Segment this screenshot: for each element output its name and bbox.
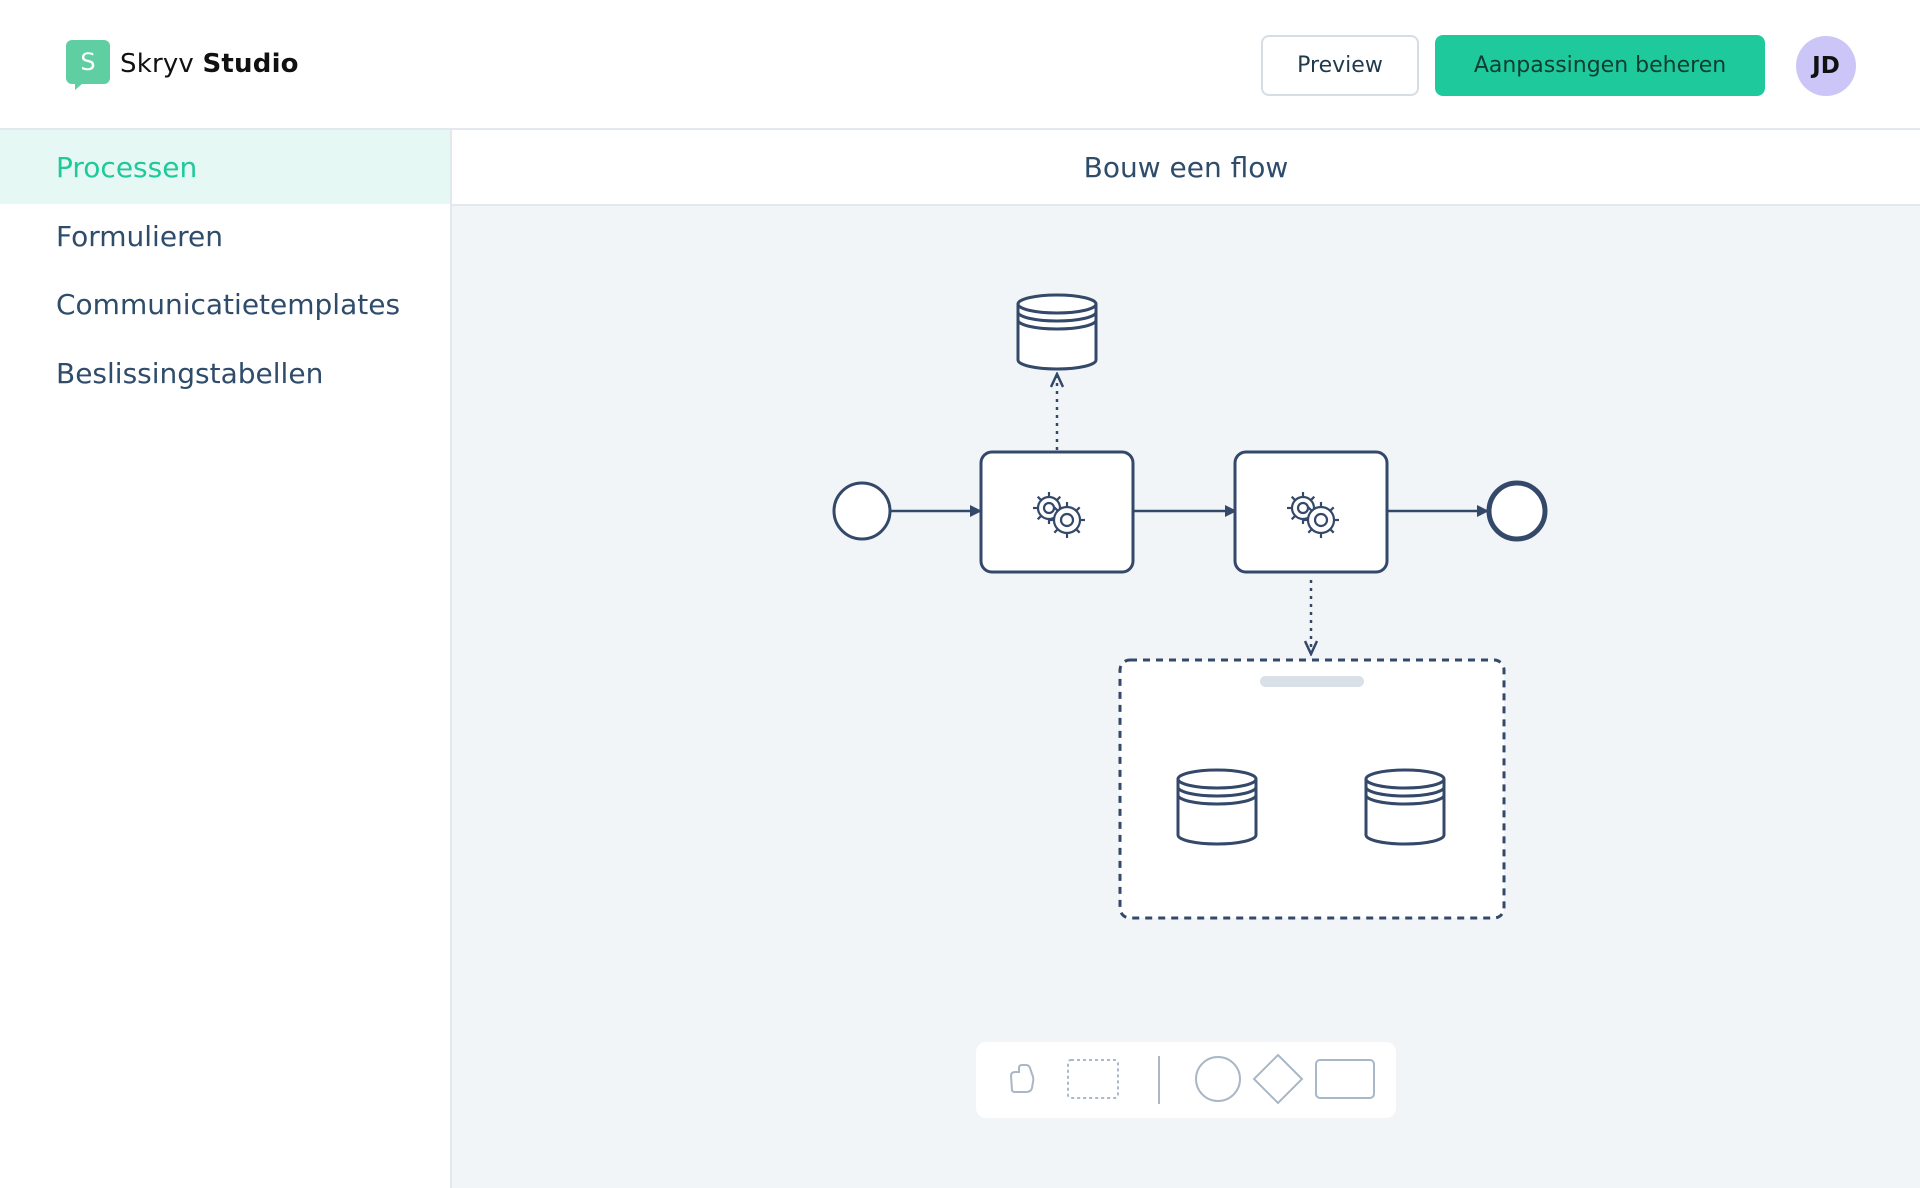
app-name: Skryv Studio <box>120 49 299 79</box>
flow-canvas[interactable] <box>452 206 1920 1188</box>
data-group[interactable] <box>1118 658 1506 920</box>
sidebar-item-label: Communicatietemplates <box>56 287 401 321</box>
hand-tool-icon[interactable] <box>1009 1064 1035 1093</box>
app-name-regular: Skryv <box>120 49 195 79</box>
diagram-toolbar <box>976 1042 1396 1118</box>
circle-event-icon[interactable] <box>1195 1056 1241 1102</box>
app-logo[interactable]: S Skryv Studio <box>66 40 299 90</box>
start-event[interactable] <box>832 481 892 541</box>
sidebar: Processen Formulieren Communicatietempla… <box>0 130 452 1188</box>
top-header: S Skryv Studio Preview Aanpassingen behe… <box>0 0 1920 130</box>
logo-badge-icon: S <box>66 40 110 90</box>
user-avatar[interactable]: JD <box>1796 36 1856 96</box>
data-store-icon[interactable] <box>1176 768 1258 846</box>
main-title-bar: Bouw een flow <box>452 130 1920 206</box>
data-store-icon[interactable] <box>1364 768 1446 846</box>
sidebar-item-formulieren[interactable]: Formulieren <box>0 199 450 273</box>
rectangle-task-icon[interactable] <box>1315 1059 1375 1099</box>
sidebar-item-communicatietemplates[interactable]: Communicatietemplates <box>0 267 450 341</box>
sidebar-item-label: Formulieren <box>56 219 223 253</box>
page-title: Bouw een flow <box>1083 150 1289 184</box>
sidebar-item-label: Processen <box>56 150 198 184</box>
manage-changes-button[interactable]: Aanpassingen beheren <box>1435 35 1765 96</box>
flow-diagram <box>832 293 1548 920</box>
group-label-placeholder <box>1260 676 1364 687</box>
data-store-icon[interactable] <box>1016 293 1098 371</box>
app-name-bold: Studio <box>202 49 299 79</box>
lasso-select-icon[interactable] <box>1067 1059 1119 1099</box>
logo-letter: S <box>80 48 95 76</box>
diamond-gateway-icon[interactable] <box>1252 1053 1304 1105</box>
preview-button[interactable]: Preview <box>1261 35 1419 96</box>
end-event[interactable] <box>1486 480 1548 542</box>
sidebar-item-processen[interactable]: Processen <box>0 130 450 204</box>
sidebar-item-label: Beslissingstabellen <box>56 356 324 390</box>
sidebar-item-beslissingstabellen[interactable]: Beslissingstabellen <box>0 336 450 410</box>
